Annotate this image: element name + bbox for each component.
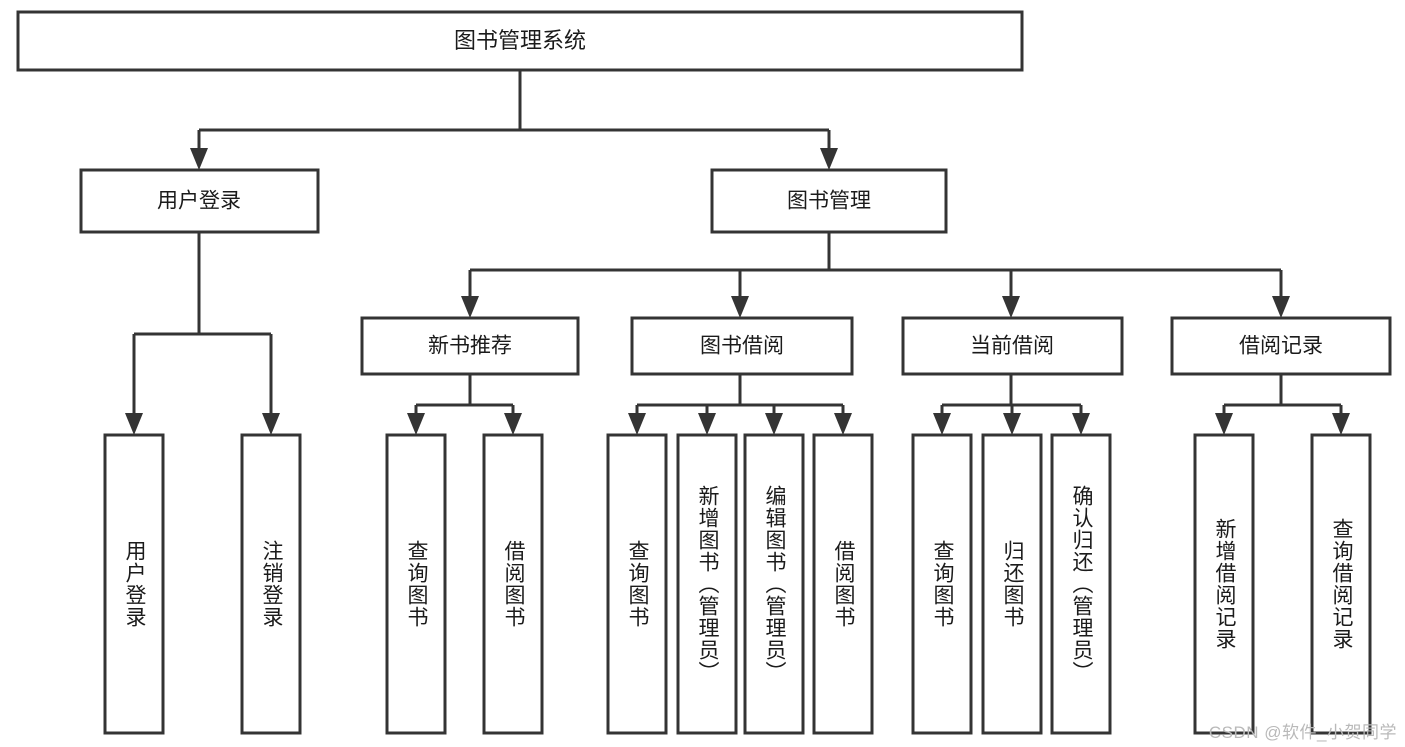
node-root[interactable]: 图书管理系统 [16,10,1024,72]
node-current-borrow-box[interactable] [901,316,1124,376]
node-new-book-recommend[interactable]: 新书推荐 [360,316,580,376]
arrow-borrow-record-c1 [1215,413,1233,435]
leaf-box-book-borrow-4[interactable] [812,433,874,735]
node-root-box[interactable] [16,10,1024,72]
leaf-box-borrow-record-1[interactable] [1193,433,1255,735]
node-new-book-recommend-label: 新书推荐 [428,335,512,358]
leaf-box-book-borrow-1[interactable] [606,433,668,735]
node-current-borrow-label: 当前借阅 [970,335,1054,358]
leaf-box-book-borrow-2[interactable] [676,433,738,735]
connector-group [125,70,1350,435]
node-book-manage-label: 图书管理 [787,190,871,213]
arrow-current-borrow-c2 [1003,413,1021,435]
node-borrow-record-box[interactable] [1170,316,1392,376]
node-user-login[interactable]: 用户登录 [79,168,320,234]
arrow-new-book-c1 [407,413,425,435]
leaf-box-user-login-1[interactable] [103,433,165,735]
leaf-box-current-borrow-1[interactable] [911,433,973,735]
node-book-borrow-box[interactable] [630,316,854,376]
leaf-box-borrow-record-2[interactable] [1310,433,1372,735]
arrow-book-borrow-c2 [698,413,716,435]
node-book-manage-box[interactable] [710,168,948,234]
arrow-book-borrow-c3 [765,413,783,435]
arrow-borrow-record-c2 [1332,413,1350,435]
arrow-user-login-c2 [262,413,280,435]
leaf-box-new-book-1[interactable] [385,433,447,735]
node-user-login-label: 用户登录 [157,190,241,213]
node-book-borrow[interactable]: 图书借阅 [630,316,854,376]
arrow-to-user-login [190,148,208,170]
arrow-book-borrow-c4 [834,413,852,435]
leaf-box-current-borrow-2[interactable] [981,433,1043,735]
node-root-label: 图书管理系统 [454,28,586,53]
arrow-new-book-c2 [504,413,522,435]
arrow-current-borrow-c3 [1072,413,1090,435]
watermark: CSDN @软件_小贺同学 [1208,723,1397,742]
arrow-to-current-borrow [1002,296,1020,318]
leaf-box-user-login-2[interactable] [240,433,302,735]
arrow-to-book-borrow [731,296,749,318]
arrow-book-borrow-c1 [628,413,646,435]
arrow-user-login-c1 [125,413,143,435]
leaf-box-new-book-2[interactable] [482,433,544,735]
node-book-manage[interactable]: 图书管理 [710,168,948,234]
arrow-to-borrow-record [1272,296,1290,318]
arrow-to-new-book [461,296,479,318]
leaf-box-current-borrow-3[interactable] [1050,433,1112,735]
node-user-login-box[interactable] [79,168,320,234]
node-current-borrow[interactable]: 当前借阅 [901,316,1124,376]
arrow-current-borrow-c1 [933,413,951,435]
leaf-box-book-borrow-3[interactable] [743,433,805,735]
node-new-book-recommend-box[interactable] [360,316,580,376]
node-book-borrow-label: 图书借阅 [700,335,784,358]
node-borrow-record-label: 借阅记录 [1239,335,1323,358]
arrow-to-book-manage [820,148,838,170]
node-borrow-record[interactable]: 借阅记录 [1170,316,1392,376]
